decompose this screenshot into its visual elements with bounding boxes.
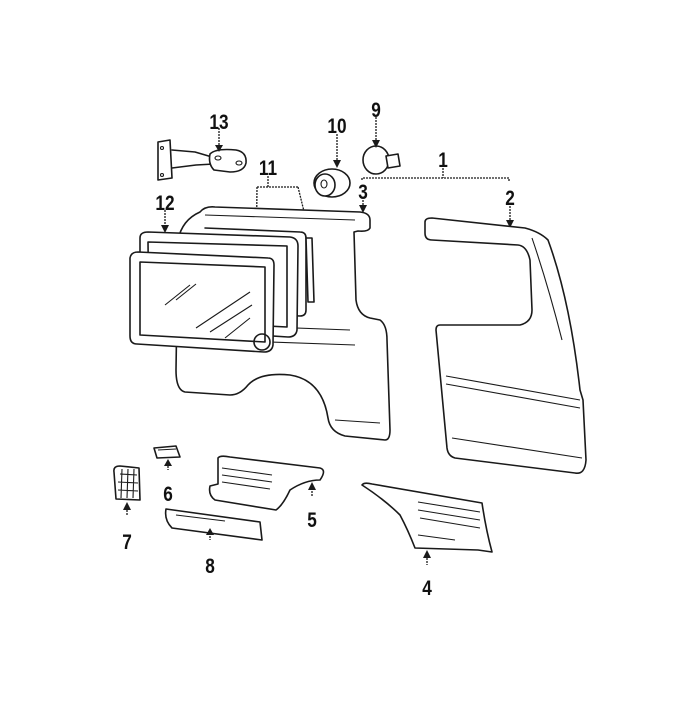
callout-8: 8 <box>205 555 215 578</box>
part-13-hinge <box>157 139 247 181</box>
callout-11: 11 <box>258 157 278 180</box>
callout-5: 5 <box>307 509 317 532</box>
part-9-bulb <box>362 145 401 175</box>
part-5-trim-panel <box>208 455 325 511</box>
part-2-side-panel <box>424 217 587 475</box>
callout-4: 4 <box>422 577 432 600</box>
part-10-socket <box>313 168 351 198</box>
part-7-grille <box>113 465 141 501</box>
callout-7: 7 <box>122 531 132 554</box>
part-11-glass <box>129 251 275 353</box>
part-6-lamp <box>153 445 181 459</box>
callout-9: 9 <box>371 99 381 122</box>
callout-12: 12 <box>155 192 175 215</box>
callout-13: 13 <box>209 111 229 134</box>
part-8-molding <box>164 508 263 541</box>
callout-1: 1 <box>438 149 448 172</box>
callout-3: 3 <box>358 181 368 204</box>
callout-10: 10 <box>327 115 347 138</box>
callout-2: 2 <box>505 187 515 210</box>
part-4-lower-trim <box>361 482 493 553</box>
callout-6: 6 <box>163 483 173 506</box>
